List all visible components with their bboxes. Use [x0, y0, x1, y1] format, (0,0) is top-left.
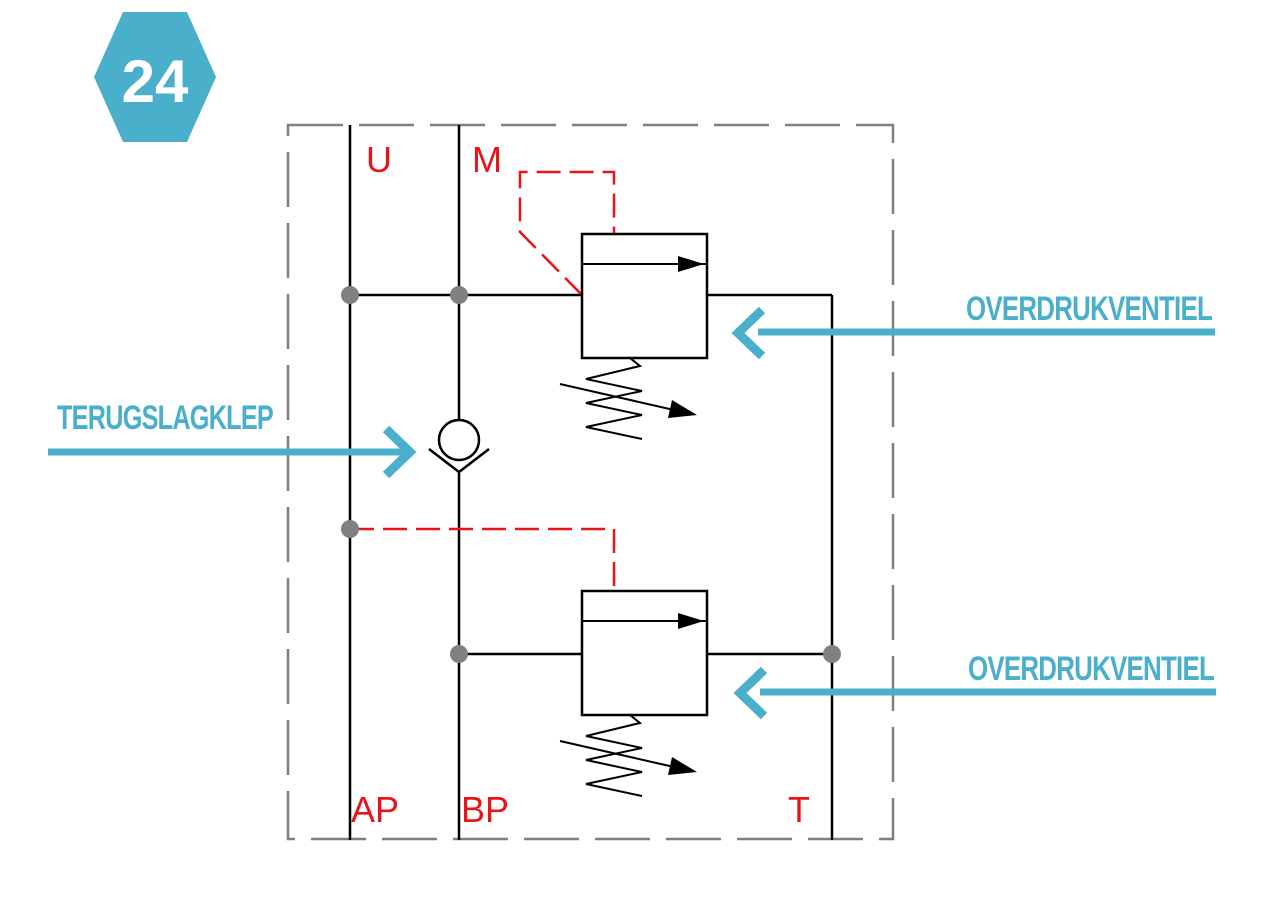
- relief-valve-lower-body: [580, 589, 709, 717]
- relief-valve-upper: [559, 232, 709, 440]
- badge-hexagon: [94, 12, 216, 142]
- port-label-m: M: [472, 139, 502, 180]
- callout-label-relief-valve-upper: OVERDRUKVENTIEL: [966, 290, 1212, 328]
- junction-dot: [450, 645, 468, 663]
- check-valve: [428, 418, 490, 474]
- relief-valve-upper-body: [580, 232, 709, 360]
- relief-valve-lower-adjust-arrowhead: [668, 757, 697, 775]
- callout-check-valve: TERUGSLAGKLEP: [48, 399, 417, 479]
- relief-valve-upper-adjust-arrow: [559, 383, 675, 411]
- step-badge: 24: [94, 12, 216, 142]
- junction-dot: [450, 286, 468, 304]
- valve-housing-outline: [286, 123, 895, 841]
- relief-valve-lower-spring: [585, 714, 643, 797]
- lower-pilot-line: [350, 527, 616, 591]
- chevron-left-icon: [733, 666, 768, 720]
- relief-valve-lower-adjust-arrow: [559, 740, 675, 768]
- callout-relief-valve-lower: OVERDRUKVENTIEL: [733, 650, 1216, 720]
- relief-valve-upper-adjust-arrowhead: [668, 400, 697, 418]
- callout-relief-valve-upper: OVERDRUKVENTIEL: [731, 290, 1215, 360]
- chevron-right-icon: [382, 425, 417, 479]
- relief-valve-upper-spring: [585, 357, 643, 440]
- port-label-u: U: [366, 139, 392, 180]
- callout-label-check-valve: TERUGSLAGKLEP: [57, 399, 273, 437]
- badge-number: 24: [122, 48, 189, 115]
- check-valve-ball: [437, 418, 481, 462]
- junction-dot: [341, 286, 359, 304]
- relief-valve-lower-arrowhead: [678, 613, 704, 629]
- pilot-lines: [350, 170, 616, 591]
- relief-valve-upper-arrowhead: [678, 256, 704, 272]
- port-label-bp: BP: [461, 789, 509, 830]
- relief-valve-lower: [559, 589, 709, 797]
- port-label-ap: AP: [351, 789, 399, 830]
- port-label-t: T: [788, 789, 810, 830]
- chevron-left-icon: [731, 306, 766, 360]
- upper-pilot-line: [518, 170, 616, 296]
- check-valve-seat: [428, 448, 490, 474]
- junctions: [341, 286, 841, 663]
- junction-dot: [341, 520, 359, 538]
- junction-dot: [823, 645, 841, 663]
- callout-label-relief-valve-lower: OVERDRUKVENTIEL: [968, 650, 1214, 688]
